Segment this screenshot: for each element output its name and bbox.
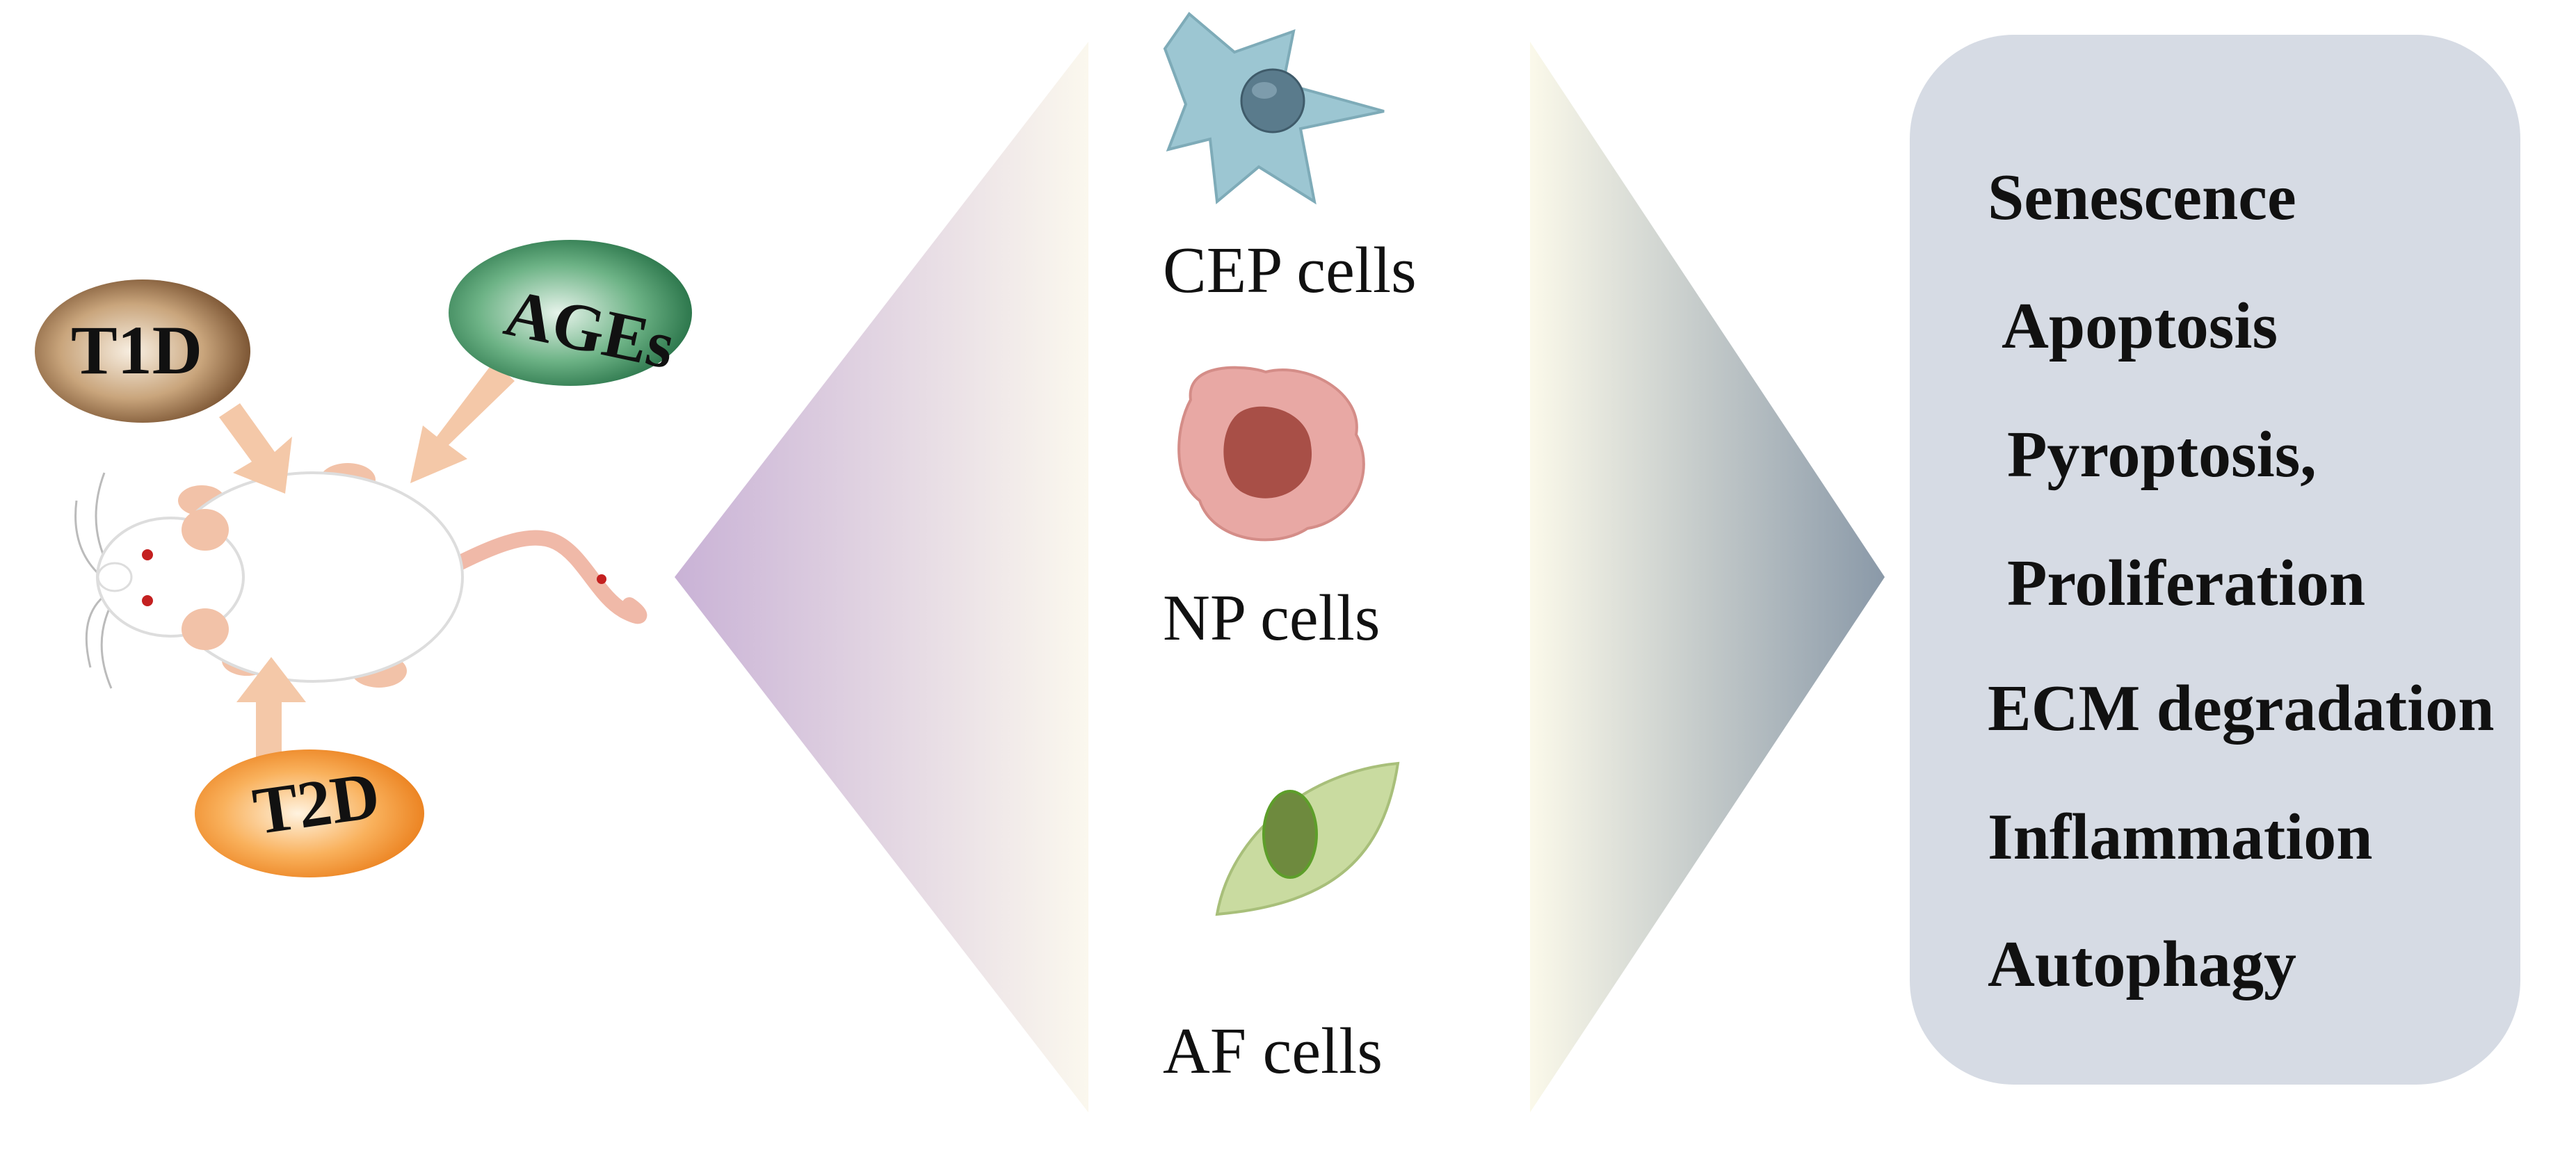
rat-tail [437,530,647,624]
effect-senescence: Senescence [1988,161,2296,234]
t2d-oval [195,749,424,877]
rat-eye [142,595,153,606]
af-cells-label: AF cells [1163,1015,1383,1087]
ages-arrow-icon [410,362,515,483]
cep-cells-label: CEP cells [1163,234,1417,307]
left-diamond [675,42,1088,1112]
right-diamond [1530,42,1885,1112]
rat-ear [182,509,229,551]
ages-oval [449,240,692,386]
t1d-label: T1D [71,311,202,389]
spindle-cell-icon [1215,761,1400,916]
stellate-cell-icon [1163,12,1385,205]
round-cell-icon [1177,366,1365,542]
t2d-arrow-icon [236,657,306,758]
effect-pyroptosis: Pyroptosis, [2007,419,2317,491]
effects-panel [1910,35,2520,1085]
t1d-oval [35,279,250,423]
rat-ear [182,608,229,650]
t1d-arrow-icon [219,403,292,494]
effect-apoptosis: Apoptosis [2002,290,2278,362]
effect-autophagy: Autophagy [1988,928,2297,1000]
np-cells-label: NP cells [1163,582,1380,654]
effect-ecm-degradation: ECM degradation [1988,672,2495,745]
effect-inflammation: Inflammation [1988,801,2373,873]
effect-proliferation: Proliferation [2007,547,2366,619]
rat-eye [142,549,153,560]
